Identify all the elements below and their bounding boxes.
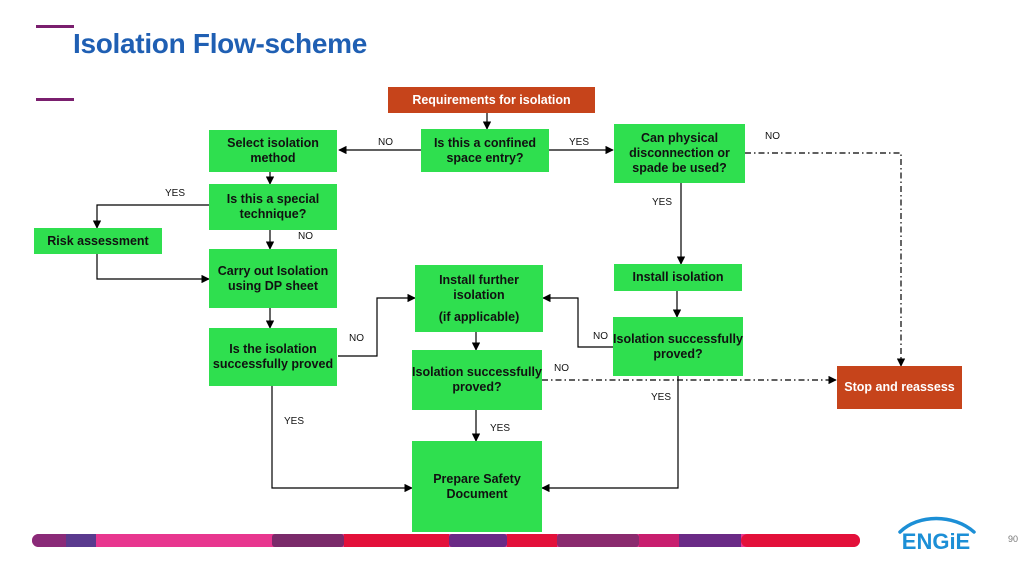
arrow-right-yes bbox=[541, 376, 679, 493]
left-proved-label: Is the isolation successfully proved bbox=[212, 342, 334, 371]
install-isolation-label: Install isolation bbox=[632, 270, 724, 284]
subtitle-accent-line bbox=[36, 98, 74, 101]
requirements-box: Requirements for isolation bbox=[388, 87, 595, 113]
prepare-safety-label: Prepare Safety Document bbox=[433, 471, 521, 501]
mid-proved-decision: Isolation successfully proved? bbox=[412, 350, 542, 410]
right-yes-label: YES bbox=[651, 392, 672, 403]
install-further-label: Install further isolation bbox=[439, 272, 519, 302]
physical-yes-label: YES bbox=[652, 197, 673, 208]
install-further-note: (if applicable) bbox=[438, 309, 520, 324]
carry-out-isolation-label: Carry out Isolation using DP sheet bbox=[217, 263, 329, 293]
confined-space-label: Is this a confined space entry? bbox=[433, 135, 537, 165]
physical-disconnect-decision: Can physical disconnection or spade be u… bbox=[614, 124, 745, 183]
physical-no-label: NO bbox=[765, 131, 780, 142]
arrow-left-yes bbox=[271, 386, 413, 493]
carry-out-isolation-box: Carry out Isolation using DP sheet bbox=[209, 249, 337, 308]
confined-space-decision: Is this a confined space entry? bbox=[421, 129, 549, 172]
title-accent-line bbox=[36, 25, 74, 28]
confined-yes-label: YES bbox=[569, 137, 590, 148]
special-technique-label: Is this a special technique? bbox=[226, 192, 320, 221]
physical-disconnect-label: Can physical disconnection or spade be u… bbox=[629, 131, 730, 175]
page-title: Isolation Flow-scheme bbox=[73, 28, 367, 59]
logo-text: ENGiE bbox=[902, 529, 970, 554]
mid-yes-label: YES bbox=[490, 423, 511, 434]
arrow-left-no bbox=[338, 293, 416, 357]
right-proved-decision: Isolation successfully proved? bbox=[613, 317, 743, 376]
install-isolation-box: Install isolation bbox=[614, 264, 742, 291]
install-further-box: Install further isolation (if applicable… bbox=[415, 265, 543, 332]
stop-reassess-label: Stop and reassess bbox=[844, 380, 955, 394]
page-number: 90 bbox=[1007, 534, 1018, 544]
left-yes-label: YES bbox=[284, 416, 305, 427]
arrow-right-no bbox=[542, 293, 613, 348]
select-method-label: Select isolation method bbox=[227, 136, 319, 165]
special-yes-label: YES bbox=[165, 188, 186, 199]
select-method-box: Select isolation method bbox=[209, 130, 337, 172]
right-proved-label: Isolation successfully proved? bbox=[613, 331, 743, 361]
risk-assessment-box: Risk assessment bbox=[34, 228, 162, 254]
engie-logo: ENGiE bbox=[898, 516, 976, 554]
confined-no-label: NO bbox=[378, 137, 393, 148]
arrow-risk-to-carry bbox=[96, 254, 210, 284]
mid-no-label: NO bbox=[554, 363, 569, 374]
right-no-label: NO bbox=[593, 331, 608, 342]
mid-proved-label: Isolation successfully proved? bbox=[412, 365, 542, 394]
prepare-safety-document-box: Prepare Safety Document bbox=[412, 441, 542, 532]
requirements-label: Requirements for isolation bbox=[412, 92, 571, 107]
left-no-label: NO bbox=[349, 333, 364, 344]
stop-reassess-box: Stop and reassess bbox=[837, 366, 962, 409]
arrow-special-yes bbox=[92, 204, 209, 229]
special-no-label: NO bbox=[298, 231, 313, 242]
risk-assessment-label: Risk assessment bbox=[47, 233, 149, 248]
footer-color-band bbox=[32, 534, 860, 547]
special-technique-decision: Is this a special technique? bbox=[209, 184, 337, 230]
arrow-physical-no bbox=[745, 152, 906, 367]
left-proved-decision: Is the isolation successfully proved bbox=[209, 328, 337, 386]
